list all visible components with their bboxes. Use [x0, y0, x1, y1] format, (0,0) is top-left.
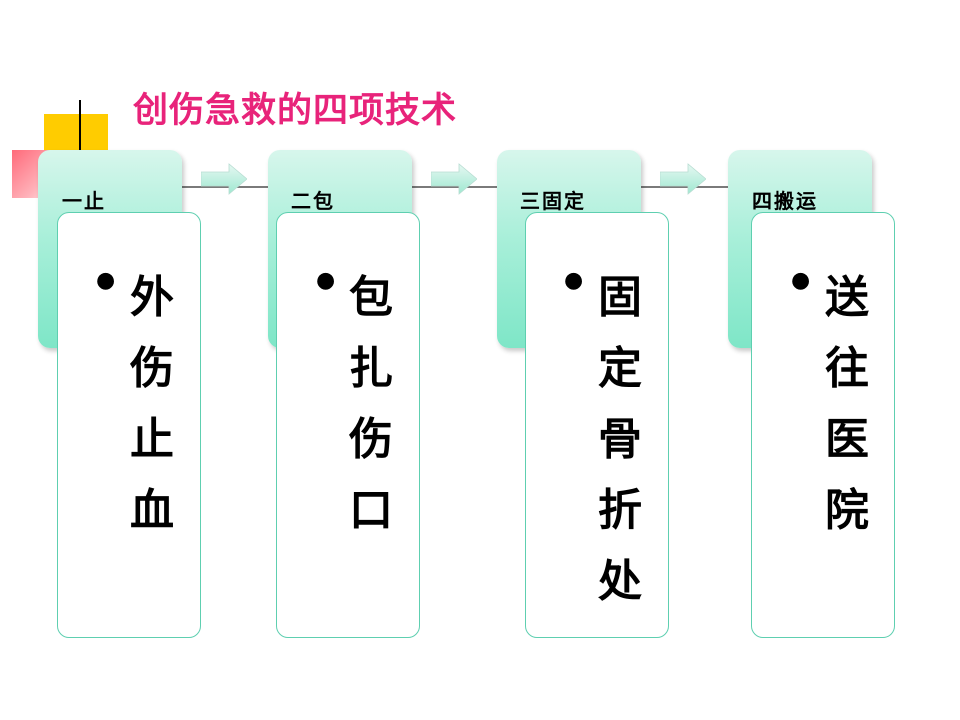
step-label: 一止 — [62, 189, 106, 213]
step-label: 四搬运 — [752, 189, 818, 213]
bullet-icon: ● — [564, 268, 584, 293]
step-label: 三固定 — [520, 189, 586, 213]
card-text: 送往医院 — [825, 272, 869, 536]
bullet-icon: ● — [96, 268, 116, 293]
decorative-vertical-line — [79, 100, 81, 180]
card-text: 包扎伤口 — [349, 272, 393, 536]
step-label: 二包 — [291, 189, 335, 213]
content-card-3 — [525, 212, 669, 638]
bullet-icon: ● — [791, 268, 811, 293]
right-arrow-icon — [660, 163, 706, 195]
card-text: 外伤止血 — [130, 272, 174, 536]
content-card-1 — [57, 212, 201, 638]
right-arrow-icon — [201, 163, 247, 195]
content-card-2 — [276, 212, 420, 638]
card-text: 固定骨折处 — [598, 272, 642, 607]
connector-line — [180, 186, 760, 188]
slide-title: 创伤急救的四项技术 — [133, 91, 458, 131]
bullet-icon: ● — [316, 268, 336, 293]
right-arrow-icon — [431, 163, 477, 195]
content-card-4 — [751, 212, 895, 638]
